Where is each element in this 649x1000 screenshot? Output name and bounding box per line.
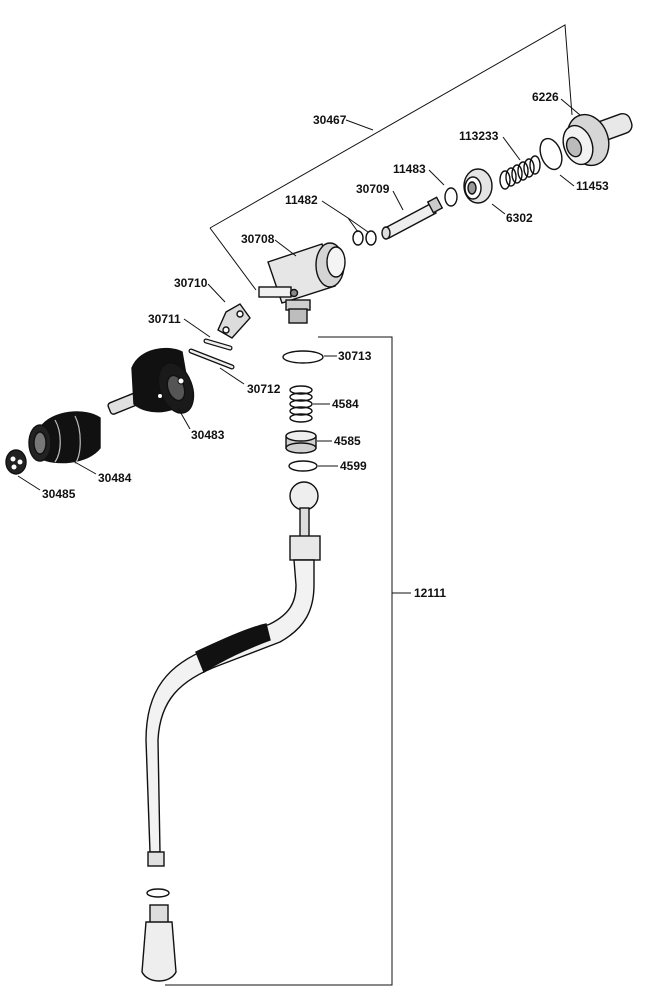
label-4599: 4599 — [340, 459, 367, 473]
part-30712-pin-highlight — [189, 349, 234, 369]
label-30708: 30708 — [241, 232, 275, 246]
assembly-bracket-12111 — [165, 336, 393, 986]
label-4585: 4585 — [334, 434, 361, 448]
label-30467: 30467 — [313, 113, 347, 127]
label-113233: 113233 — [459, 129, 499, 143]
assembly-bracket-30467-tail — [209, 227, 257, 291]
part-tip-nozzle — [141, 904, 177, 982]
label-12111: 12111 — [414, 586, 446, 600]
label-11483: 11483 — [393, 162, 426, 176]
label-30709: 30709 — [356, 182, 390, 196]
part-6226-inlet-fitting — [562, 112, 633, 167]
label-6302: 6302 — [506, 211, 533, 225]
label-4584: 4584 — [332, 397, 359, 411]
part-30709-valve-stem — [381, 196, 444, 240]
part-30484-handle-knob — [28, 411, 101, 465]
part-4599-washer — [288, 460, 318, 472]
label-30710: 30710 — [174, 276, 208, 290]
label-30483: 30483 — [191, 428, 225, 442]
part-30710-lever-link — [217, 303, 251, 339]
assembly-bracket-30467 — [209, 24, 573, 229]
part-30483-lever-head — [107, 347, 195, 415]
part-30708-valve-body — [258, 242, 346, 324]
label-30712: 30712 — [247, 382, 281, 396]
label-30484: 30484 — [98, 471, 132, 485]
label-30485: 30485 — [42, 487, 76, 501]
part-6302-valve-seat — [463, 168, 493, 204]
label-6226: 6226 — [532, 90, 559, 104]
label-30711: 30711 — [148, 312, 181, 326]
part-11482-o-rings — [352, 230, 377, 246]
part-30711-pin-highlight — [204, 339, 232, 350]
label-11482: 11482 — [285, 193, 318, 207]
leader-lines — [17, 98, 581, 594]
part-4584-spring — [289, 385, 313, 423]
label-30713: 30713 — [338, 349, 372, 363]
part-11483-washer — [444, 187, 458, 207]
part-113233-spring — [499, 155, 541, 190]
part-12111-spout — [145, 481, 321, 867]
part-30713-gasket — [282, 350, 324, 364]
part-30485-cap — [5, 449, 27, 475]
part-tip-washer — [146, 888, 170, 898]
part-4585-piston — [285, 430, 317, 454]
label-11453: 11453 — [576, 179, 609, 193]
part-11453-o-ring — [539, 137, 563, 171]
